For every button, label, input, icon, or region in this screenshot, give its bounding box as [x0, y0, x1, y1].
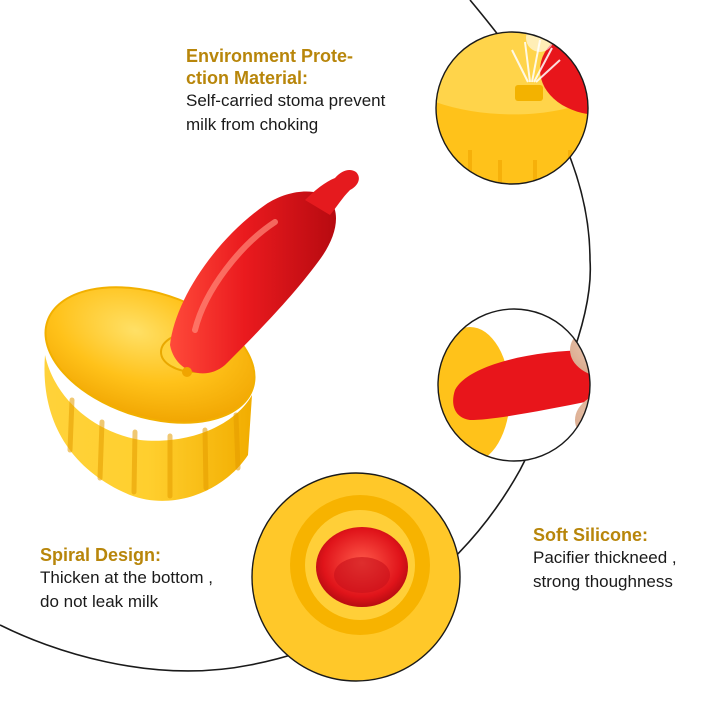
callout-heading: Spiral Design: — [40, 545, 162, 565]
callout-body: Self-carried stoma prevent — [186, 91, 386, 110]
callout-environment-protection: Environment Prote- ction Material: Self-… — [186, 45, 436, 137]
zoom-bottom-image — [251, 472, 461, 682]
zoom-squeeze-image — [437, 308, 591, 462]
callout-soft-silicone: Soft Silicone: Pacifier thickneed , stro… — [533, 524, 718, 594]
zoom-vent-image — [435, 31, 589, 185]
callout-spiral-design: Spiral Design: Thicken at the bottom , d… — [40, 544, 270, 614]
callout-heading: Soft Silicone: — [533, 525, 649, 545]
callout-heading: ction Material: — [186, 68, 309, 88]
callout-body: Pacifier thickneed , — [533, 548, 677, 567]
callout-body: strong thoughness — [533, 572, 673, 591]
callout-heading: Environment Prote- — [186, 46, 354, 66]
main-product-image — [44, 170, 359, 501]
callout-body: milk from choking — [186, 115, 319, 134]
callout-body: Thicken at the bottom , — [40, 568, 213, 587]
callout-body: do not leak milk — [40, 592, 159, 611]
